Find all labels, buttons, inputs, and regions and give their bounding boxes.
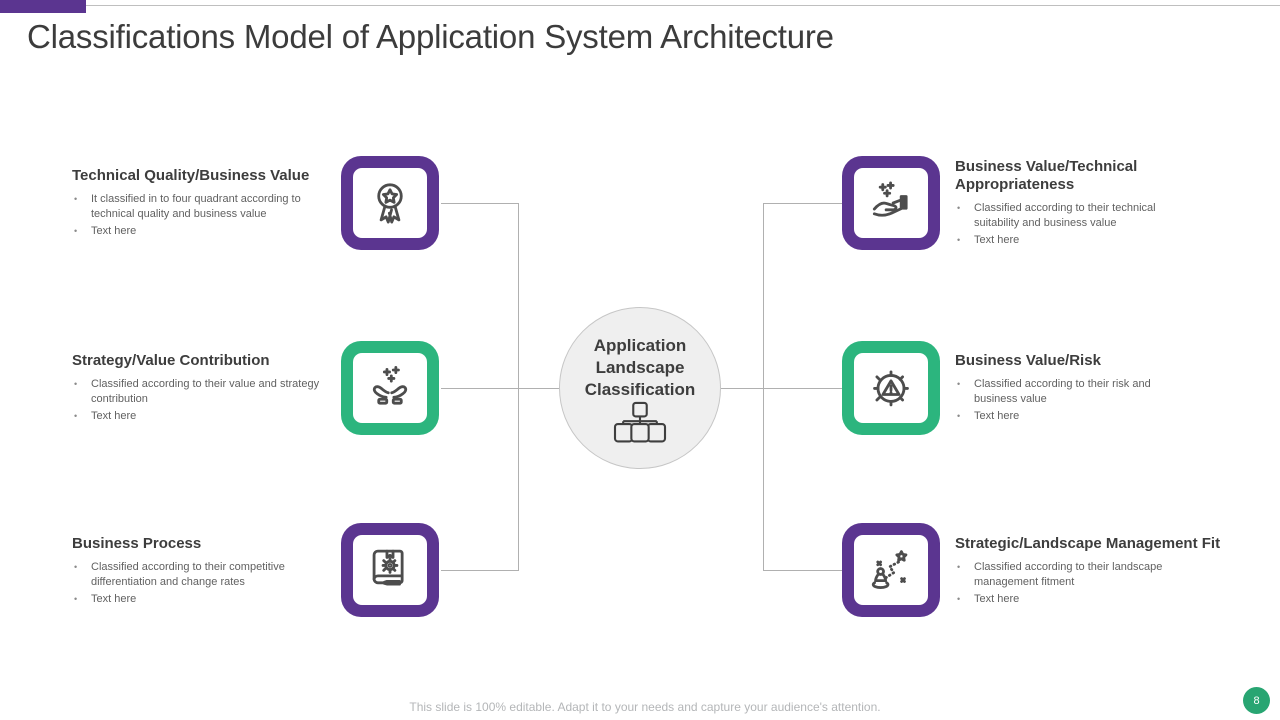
item-heading: Business Process [72,535,202,552]
bullet-row: • Classified according to their landscape… [955,560,1185,590]
connector-left-vertical [518,203,519,571]
connector-left-middle [441,388,560,389]
bullet-text: It classified in to four quadrant accord… [91,193,301,220]
connector-right-middle [721,388,842,389]
bullet-text: Classified according to their risk and b… [974,378,1151,405]
item-heading: Business Value/Risk [955,352,1101,369]
bullet-text: Text here [91,592,137,605]
item-technical-quality: Technical Quality/Business Value • It cla… [72,167,342,241]
iconbox-strategy-value [341,341,439,435]
header-accent-bar [0,0,86,13]
hierarchy-icon [613,402,667,443]
item-bullets: • It classified in to four quadrant accor… [72,192,342,239]
bullet-row: • Text here [955,592,1185,607]
award-medal-icon [377,183,403,224]
gear-warning-icon [873,370,909,407]
bullet-marker: • [957,593,961,604]
iconbox-inner [353,168,427,238]
bullet-marker: • [957,379,961,389]
bullet-text: Classified according to their competitiv… [91,561,285,588]
center-hub-label: Application Landscape Classification [584,336,696,399]
item-bv-risk: Business Value/Risk • Classified accordin… [955,352,1185,426]
bullet-row: • It classified in to four quadrant accor… [72,192,342,222]
iconbox-inner [854,353,928,423]
center-hub: Application Landscape Classification [559,307,721,469]
iconbox-inner [854,168,928,238]
bullet-row: • Classified according to their value and… [72,377,342,407]
item-bullets: • Classified according to their risk and … [955,377,1185,424]
bullet-marker: • [74,225,78,236]
connector-right-bottom [763,570,842,571]
bullet-marker: • [74,194,78,204]
iconbox-inner [353,353,427,423]
bullet-marker: • [957,410,961,421]
item-heading: Strategy/Value Contribution [72,352,270,369]
bullet-marker: • [957,234,961,245]
header-rule-line [86,5,1280,6]
bullet-row: • Classified according to their technical… [955,201,1195,231]
item-bullets: • Classified according to their competiti… [72,560,342,607]
bullet-text: Text here [974,409,1020,422]
iconbox-bv-risk [842,341,940,435]
bullet-text: Text here [91,409,137,422]
bullet-row: • Text here [955,233,1195,248]
iconbox-strategic-landscape [842,523,940,617]
item-heading: Technical Quality/Business Value [72,167,310,184]
item-heading: Business Value/Technical Appropriateness [955,158,1138,193]
item-strategy-value: Strategy/Value Contribution • Classified … [72,352,342,426]
bullet-marker: • [957,203,961,213]
slide-title: Classifications Model of Application Sys… [27,18,834,55]
item-business-process: Business Process • Classified according t… [72,535,342,609]
iconbox-inner [353,535,427,605]
item-heading: Strategic/Landscape Management Fit [955,535,1221,552]
hands-sparkles-icon [372,366,408,405]
connector-right-vertical [763,203,764,571]
bullet-row: • Text here [72,224,342,239]
bullet-row: • Text here [955,409,1185,424]
connector-right-top [763,203,842,204]
bullet-row: • Text here [72,409,342,424]
footer-note: This slide is 100% editable. Adapt it to… [409,700,881,714]
item-bullets: • Classified according to their value and… [72,377,342,424]
iconbox-inner [854,535,928,605]
item-bullets: • Classified according to their landscape… [955,560,1185,607]
bullet-text: Text here [974,233,1020,246]
bullet-row: • Classified according to their competiti… [72,560,342,590]
bullet-row: • Text here [72,592,342,607]
bullet-text: Classified according to their landscape … [974,561,1163,588]
item-strategic-landscape: Strategic/Landscape Management Fit • Clas… [955,535,1245,609]
page-number-badge: 8 [1243,687,1270,714]
bullet-text: Classified according to their technical … [974,202,1156,229]
iconbox-business-process [341,523,439,617]
bullet-text: Text here [974,592,1020,605]
bullet-marker: • [74,562,78,572]
bullet-row: • Classified according to their risk and … [955,377,1185,407]
iconbox-technical-quality [341,156,439,250]
connector-left-top [441,203,518,204]
pawn-path-star-icon [871,550,908,589]
bullet-marker: • [74,593,78,604]
bullet-marker: • [957,562,961,572]
bullet-marker: • [74,379,78,389]
item-bv-technical: Business Value/Technical Appropriateness… [955,158,1195,250]
iconbox-bv-technical [842,156,940,250]
connector-left-bottom [441,570,518,571]
bullet-text: Text here [91,224,137,237]
hand-holding-box-icon [872,181,908,217]
bullet-text: Classified according to their value and … [91,378,320,405]
bullet-marker: • [74,410,78,421]
book-gear-icon [372,549,404,586]
item-bullets: • Classified according to their technical… [955,201,1195,248]
